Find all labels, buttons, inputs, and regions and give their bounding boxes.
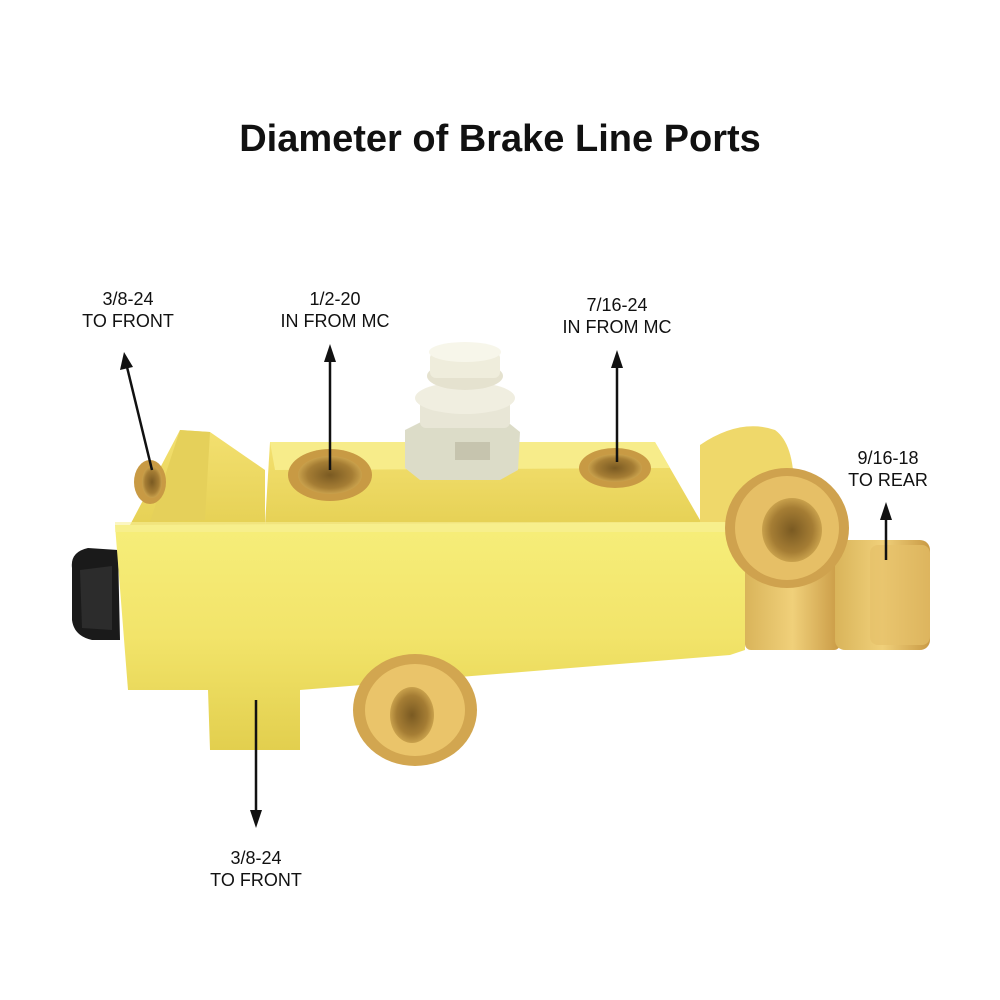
callout-left-front: 3/8-24 TO FRONT xyxy=(68,288,188,332)
arrow-up-icon xyxy=(880,502,892,560)
arrow-up-icon xyxy=(324,344,336,470)
diagram-title: Diameter of Brake Line Ports xyxy=(239,118,761,160)
arrow-up-icon xyxy=(611,350,623,462)
port-direction-label: IN FROM MC xyxy=(562,317,672,337)
bottom-port-boss xyxy=(353,654,477,766)
callout-mc-secondary: 7/16-24 IN FROM MC xyxy=(537,294,697,338)
callout-rear: 9/16-18 TO REAR xyxy=(832,447,944,491)
end-cap xyxy=(71,548,120,640)
port-direction-label: IN FROM MC xyxy=(280,311,390,331)
port-holes xyxy=(134,448,651,504)
port-size-label: 3/8-24 xyxy=(102,289,154,309)
arrow-up-icon xyxy=(120,352,154,471)
port-size-label: 7/16-24 xyxy=(586,295,648,315)
callout-mc-primary: 1/2-20 IN FROM MC xyxy=(255,288,415,332)
port-direction-label: TO FRONT xyxy=(82,311,174,331)
port-size-label: 9/16-18 xyxy=(857,448,919,468)
port-direction-label: TO FRONT xyxy=(210,870,302,890)
arrow-down-icon xyxy=(250,700,262,828)
port-direction-label: TO REAR xyxy=(848,470,928,490)
valve-body xyxy=(115,426,794,750)
rear-port-boss xyxy=(725,468,849,588)
port-size-label: 1/2-20 xyxy=(309,289,361,309)
port-size-label: 3/8-24 xyxy=(230,848,282,868)
callout-bottom-front: 3/8-24 TO FRONT xyxy=(196,847,316,891)
warning-switch xyxy=(405,342,520,480)
